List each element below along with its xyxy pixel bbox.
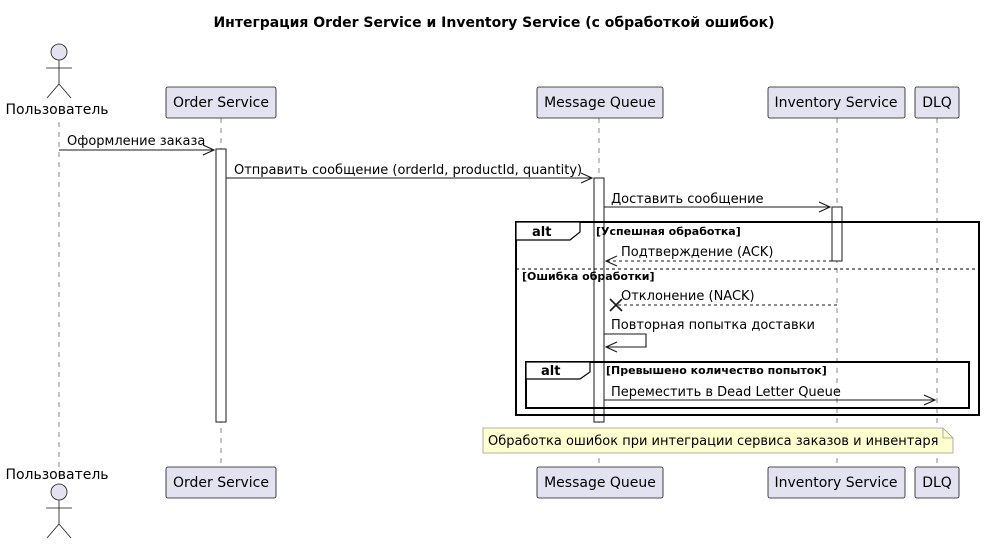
note-text: Обработка ошибок при интеграции сервиса … — [488, 434, 938, 449]
participant-order-service-label-bottom: Order Service — [173, 475, 269, 491]
diagram-title: Интеграция Order Service и Inventory Ser… — [213, 15, 774, 31]
participant-order-service-top: Order Service — [165, 86, 277, 119]
participant-dlq-bottom: DLQ — [914, 466, 960, 499]
participant-message-queue-label-top: Message Queue — [544, 95, 656, 111]
arrowhead-icon — [818, 201, 832, 213]
message-arrow-6 — [604, 333, 647, 348]
arrowhead-icon — [580, 172, 594, 184]
message-label-7: Переместить в Dead Letter Queue — [611, 385, 841, 400]
alt-fragment-outer — [515, 221, 980, 416]
alt-guard-success: [Успешная обработка] — [596, 225, 741, 238]
message-label-3: Доставить сообщение — [611, 192, 764, 207]
alt-guard-retries-exceeded: [Превышено количество попыток] — [606, 364, 827, 377]
activation-inventory-service — [831, 206, 843, 262]
activation-order-service — [215, 148, 227, 423]
note-fold-icon — [942, 428, 953, 439]
alt-fragment-outer-keyword: alt — [532, 225, 551, 240]
participant-user-label-bottom: Пользователь — [5, 467, 108, 483]
message-label-4: Подтверждение (ACK) — [621, 245, 773, 260]
actor-head-icon — [50, 483, 68, 501]
actor-user-bottom: Пользователь — [5, 467, 109, 539]
alt-fragment-inner — [525, 361, 970, 409]
participant-dlq-label-bottom: DLQ — [922, 475, 952, 491]
participant-message-queue-label-bottom: Message Queue — [544, 475, 656, 491]
message-label-1: Оформление заказа — [67, 134, 205, 149]
participant-inventory-service-label-top: Inventory Service — [774, 95, 897, 111]
arrowhead-icon — [604, 341, 618, 353]
arrowhead-icon — [604, 255, 618, 267]
participant-order-service-bottom: Order Service — [165, 466, 277, 499]
participant-inventory-service-label-bottom: Inventory Service — [774, 475, 897, 491]
activation-message-queue — [593, 177, 605, 423]
participant-inventory-service-top: Inventory Service — [767, 86, 906, 119]
alt-fragment-outer-tab — [515, 221, 581, 241]
actor-user-top: Пользователь — [5, 43, 109, 118]
participant-message-queue-bottom: Message Queue — [536, 466, 664, 499]
arrowhead-icon — [923, 394, 937, 406]
participant-message-queue-top: Message Queue — [536, 86, 664, 119]
participant-inventory-service-bottom: Inventory Service — [767, 466, 906, 499]
actor-head-icon — [50, 43, 68, 61]
participant-dlq-label-top: DLQ — [922, 95, 952, 111]
participant-dlq-top: DLQ — [914, 86, 960, 119]
arrowhead-icon — [202, 144, 216, 156]
message-label-2: Отправить сообщение (orderId, productId,… — [234, 163, 582, 178]
lost-message-x-icon — [609, 298, 623, 312]
note: Обработка ошибок при интеграции сервиса … — [482, 427, 954, 454]
alt-fragment-inner-keyword: alt — [541, 364, 560, 379]
participant-user-label-top: Пользователь — [5, 102, 108, 118]
message-label-5: Отклонение (NACK) — [621, 289, 755, 304]
message-label-6: Повторная попытка доставки — [611, 318, 815, 333]
alt-guard-error: [Ошибка обработки] — [522, 270, 655, 283]
alt-fragment-inner-tab — [525, 361, 591, 380]
participant-order-service-label-top: Order Service — [173, 95, 269, 111]
